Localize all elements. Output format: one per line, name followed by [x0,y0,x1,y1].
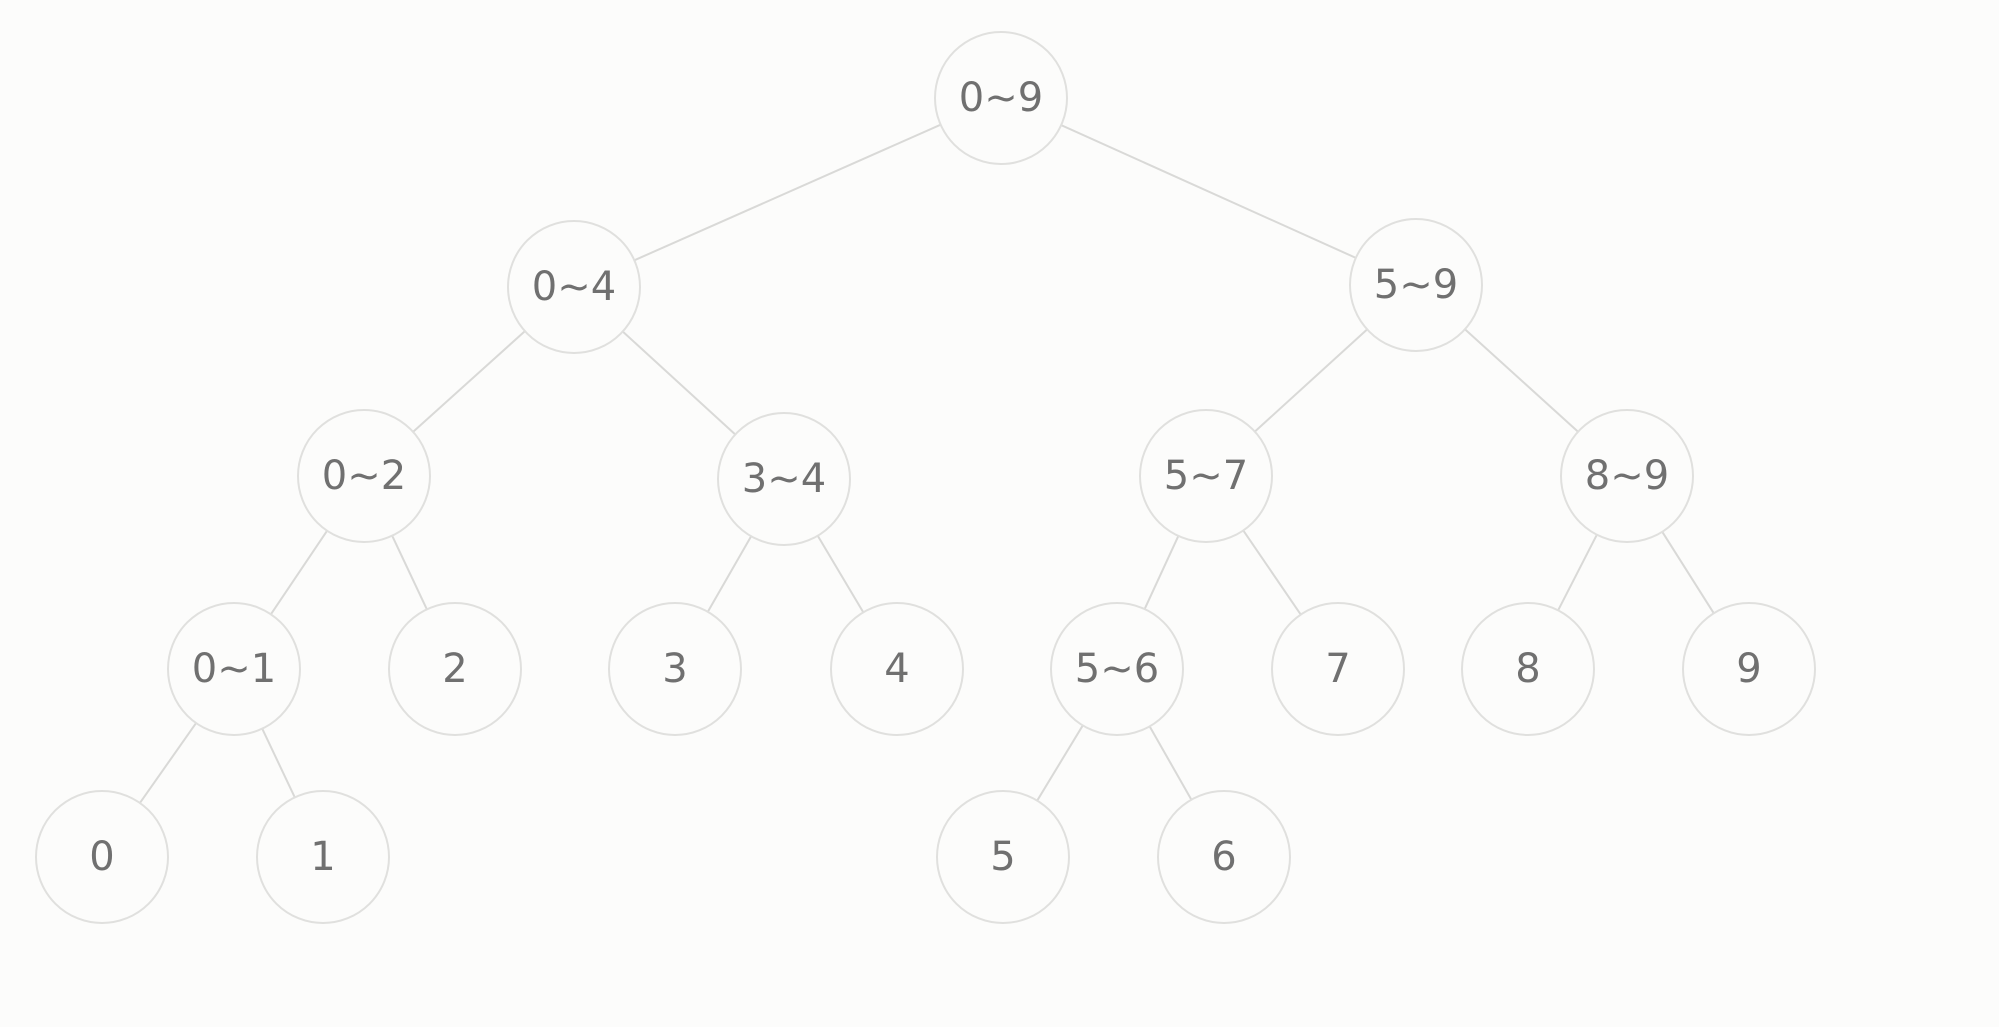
node-circle [1349,218,1483,352]
tree-node-0: 0 [35,790,169,924]
tree-node-9: 9 [1682,602,1816,736]
edge-5-7-to-7 [1242,529,1302,616]
node-label: 0 [89,834,114,880]
node-circle [717,412,851,546]
tree-node-0-9: 0~9 [934,31,1068,165]
edge-3-4-to-4 [816,535,865,613]
edge-0-9-to-5-9 [1060,124,1357,259]
node-label: 4 [884,646,909,692]
node-label: 0~1 [192,646,276,692]
tree-node-3-4: 3~4 [717,412,851,546]
node-label: 1 [310,834,335,880]
edge-0-2-to-2 [391,535,428,610]
edge-5-7-to-5-6 [1143,535,1180,610]
node-circle [1461,602,1595,736]
tree-node-5: 5 [936,790,1070,924]
node-label: 2 [442,646,467,692]
node-circle [608,602,742,736]
edge-0-1-to-0 [139,722,197,804]
tree-node-8-9: 8~9 [1560,409,1694,543]
tree-node-2: 2 [388,602,522,736]
node-circle [934,31,1068,165]
tree-edges [139,123,1715,804]
tree-node-6: 6 [1157,790,1291,924]
node-circle [1050,602,1184,736]
node-label: 0~2 [322,453,406,499]
node-circle [388,602,522,736]
edge-0-4-to-0-2 [412,330,526,433]
node-circle [1560,409,1694,543]
edge-0-1-to-1 [261,728,296,798]
tree-nodes: 0~9 0~4 5~9 0~2 3~4 5~7 8~9 0~1 2 3 4 5~6 7 8 9 0 1 5 6 [35,31,1816,924]
tree-node-0-1: 0~1 [167,602,301,736]
tree-node-8: 8 [1461,602,1595,736]
node-circle [507,220,641,354]
edge-0-4-to-3-4 [622,330,736,436]
node-circle [297,409,431,543]
edge-0-2-to-0-1 [270,530,328,615]
node-circle [936,790,1070,924]
node-circle [256,790,390,924]
node-label: 6 [1211,834,1236,880]
edge-5-9-to-5-7 [1254,328,1368,433]
edge-8-9-to-8 [1557,534,1598,611]
node-circle [1271,602,1405,736]
edge-0-9-to-0-4 [633,123,942,262]
edge-5-6-to-5 [1036,724,1084,802]
node-circle [830,602,964,736]
node-label: 3 [662,646,687,692]
node-label: 0~4 [532,264,616,310]
node-circle [167,602,301,736]
node-label: 8 [1515,646,1540,692]
edge-5-6-to-6 [1148,725,1193,801]
tree-node-0-2: 0~2 [297,409,431,543]
tree-node-5-9: 5~9 [1349,218,1483,352]
node-label: 0~9 [959,75,1043,121]
tree-node-5-6: 5~6 [1050,602,1184,736]
node-label: 5~9 [1374,262,1458,308]
tree-node-3: 3 [608,602,742,736]
edge-3-4-to-3 [706,535,753,613]
node-label: 7 [1325,646,1350,692]
tree-node-1: 1 [256,790,390,924]
edge-5-9-to-8-9 [1464,328,1579,433]
tree-node-5-7: 5~7 [1139,409,1273,543]
node-circle [1157,790,1291,924]
node-circle [1139,409,1273,543]
node-circle [1682,602,1816,736]
node-circle [35,790,169,924]
edge-8-9-to-9 [1661,531,1715,614]
node-label: 5 [990,834,1015,880]
tree-node-0-4: 0~4 [507,220,641,354]
tree-node-4: 4 [830,602,964,736]
node-label: 3~4 [742,456,826,502]
node-label: 9 [1736,646,1761,692]
node-label: 8~9 [1585,453,1669,499]
node-label: 5~7 [1164,453,1248,499]
tree-node-7: 7 [1271,602,1405,736]
node-label: 5~6 [1075,646,1159,692]
